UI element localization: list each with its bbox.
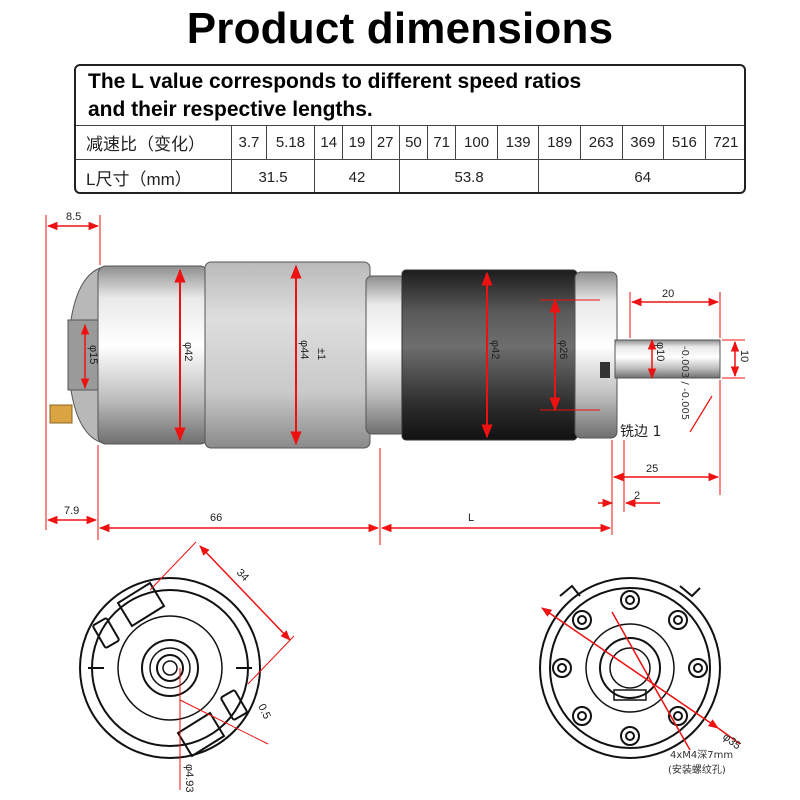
ratio-header: 减速比（变化）	[76, 125, 232, 160]
ratio-cell: 50	[398, 125, 429, 160]
output-shaft	[614, 339, 721, 379]
dim-phi26: φ26	[557, 340, 569, 359]
front-flange	[574, 271, 618, 439]
ratio-cell: 71	[427, 125, 457, 160]
dim-phi44-tolerance: ±1	[315, 348, 327, 360]
dim-8-5: 8.5	[66, 211, 81, 223]
ratio-cell: 369	[621, 125, 665, 160]
ratio-cell: 189	[538, 125, 581, 160]
dim-2: 2	[634, 490, 640, 502]
coupling-ring	[365, 275, 407, 435]
ratio-cell: 139	[496, 125, 540, 160]
page-title: Product dimensions	[186, 4, 614, 53]
ratio-row: 减速比（变化） 3.7 5.18 14 19 27 50 71 100 139 …	[76, 125, 744, 160]
callout-milled-flat: 铣边 1	[620, 424, 661, 440]
motor-label-band	[204, 261, 371, 449]
spec-box: The L value corresponds to different spe…	[74, 64, 746, 194]
rear-view	[79, 577, 261, 759]
dim-shaft-tolerance: -0.003 / -0.005	[679, 346, 690, 420]
length-cell: 64	[538, 159, 744, 192]
dim-shaft-20: 20	[662, 288, 674, 300]
dim-66: 66	[210, 512, 222, 524]
length-cell: 31.5	[230, 159, 316, 192]
ratio-cell: 516	[663, 125, 706, 160]
holes-spec: 4xM4深7mm	[670, 749, 733, 761]
dim-phi42-motor: φ42	[182, 342, 194, 361]
length-row: L尺寸（mm） 31.5 42 53.8 64	[76, 159, 744, 192]
terminal-tab	[49, 404, 73, 424]
dim-phi10: φ10	[654, 342, 666, 361]
dim-phi44: φ44	[298, 340, 310, 359]
dim-0-5: 0.5	[255, 702, 272, 721]
dim-L: L	[468, 512, 474, 524]
motor-side-view	[49, 261, 721, 449]
ratio-cell: 19	[342, 125, 372, 160]
front-view-dimensions	[541, 607, 741, 751]
ratio-length-table: 减速比（变化） 3.7 5.18 14 19 27 50 71 100 139 …	[76, 125, 744, 192]
flange-screw	[600, 362, 610, 378]
ratio-cell: 5.18	[265, 125, 316, 160]
length-cell: 53.8	[398, 159, 540, 192]
dim-34: 34	[234, 567, 251, 584]
ratio-cell: 721	[704, 125, 744, 160]
dim-7-9: 7.9	[64, 505, 79, 517]
ratio-cell: 263	[579, 125, 623, 160]
length-header: L尺寸（mm）	[76, 159, 232, 192]
dim-phi4-93: φ4.93	[183, 764, 195, 793]
dim-25: 25	[646, 463, 658, 475]
dim-phi42-gearbox: φ42	[489, 340, 501, 359]
dim-flat-10: 10	[738, 350, 750, 362]
note-line-1: The L value corresponds to different spe…	[88, 70, 582, 93]
rear-view-dimensions	[149, 541, 295, 790]
ratio-cell: 100	[455, 125, 498, 160]
ratio-cell: 14	[314, 125, 344, 160]
note-line-2: and their respective lengths.	[88, 98, 373, 121]
length-cell: 42	[314, 159, 400, 192]
holes-spec-note: (安装螺纹孔)	[668, 763, 726, 776]
dim-phi15: φ15	[87, 345, 99, 364]
ratio-note: The L value corresponds to different spe…	[88, 68, 581, 124]
side-dimensions	[45, 215, 745, 545]
